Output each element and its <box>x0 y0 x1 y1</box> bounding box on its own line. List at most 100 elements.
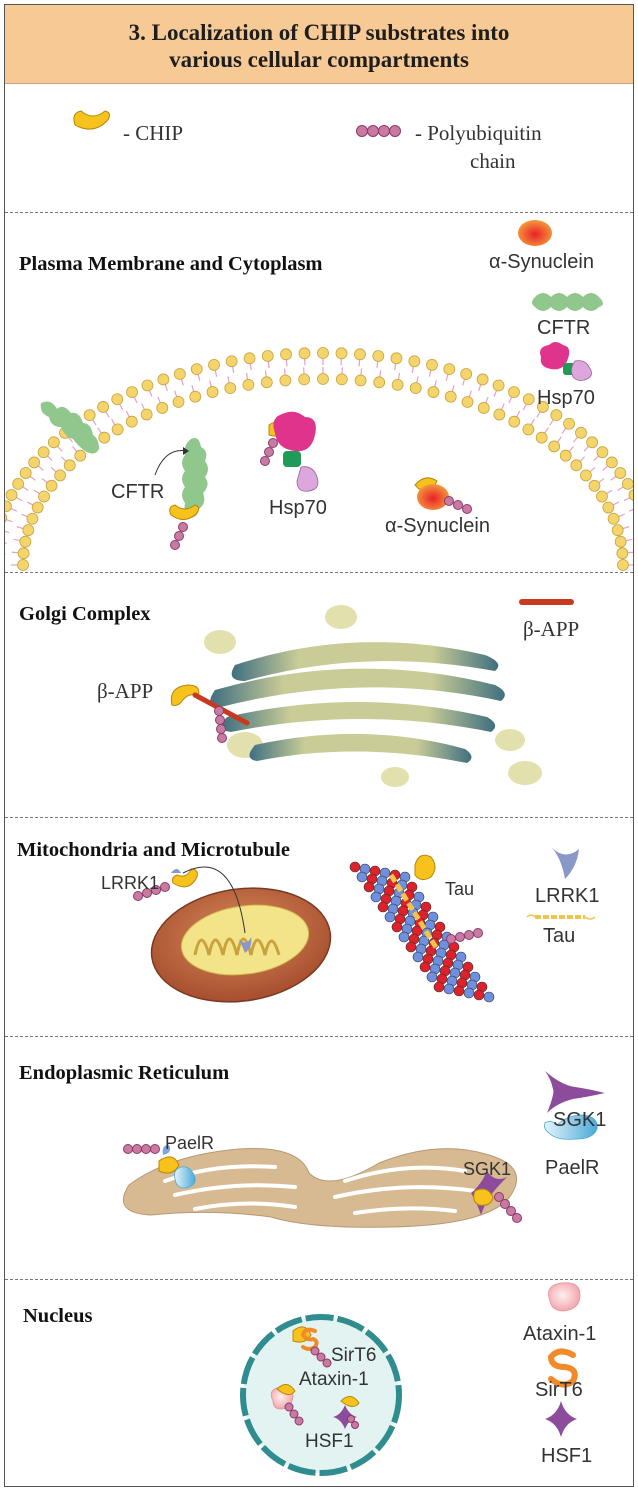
lipid-head <box>611 524 624 537</box>
tau-chip-complex <box>388 854 483 951</box>
chip-legend-icon <box>73 110 111 130</box>
lipid-head <box>17 559 29 571</box>
lipid-head <box>74 449 87 462</box>
lipid-head <box>570 459 583 472</box>
paelr-key-icon <box>544 1114 598 1140</box>
hsf1-diagram-label: HSF1 <box>305 1431 354 1452</box>
beta-tubulin <box>412 951 424 963</box>
lipid-head <box>596 490 608 503</box>
lipid-head <box>279 374 292 387</box>
ataxin-chip-complex <box>270 1384 304 1426</box>
alpha-tubulin <box>405 941 417 953</box>
cftr-diagram-label: CFTR <box>111 481 165 503</box>
lipid-head <box>354 374 367 387</box>
paelr-diagram-label: PaelR <box>165 1133 215 1153</box>
lipid-head <box>22 524 35 537</box>
sirt6-key-label: SirT6 <box>535 1379 583 1401</box>
section-divider <box>5 212 633 213</box>
sgk1-key-label: SGK1 <box>553 1109 607 1131</box>
lipid-head <box>607 512 620 525</box>
lipid-head <box>111 393 124 406</box>
lipid-head <box>476 373 489 386</box>
hsp70-key-icon <box>540 342 592 381</box>
lipid-head <box>98 431 111 444</box>
paelr-chip-complex <box>123 1144 196 1189</box>
diagram-canvas <box>5 110 633 1476</box>
alpha-tubulin <box>419 961 431 973</box>
lipid-head <box>37 446 50 459</box>
ataxin-diagram-label: Ataxin-1 <box>299 1369 369 1390</box>
beta-tubulin <box>426 971 438 983</box>
lipid-head <box>190 363 203 376</box>
chip-legend-label: - CHIP <box>123 121 184 145</box>
polyubiquitin-legend-label: - Polyubiquitin <box>415 121 542 145</box>
lipid-head <box>189 390 202 403</box>
lipid-head <box>409 382 422 395</box>
tau-diagram-label: Tau <box>445 879 475 899</box>
lipid-head <box>373 376 386 389</box>
lipid-head <box>206 386 219 398</box>
section-divider <box>5 1279 633 1280</box>
lipid-head <box>335 373 348 386</box>
lipid-head <box>391 378 404 391</box>
lipid-head <box>335 347 348 360</box>
lipid-head <box>242 378 255 391</box>
beta-tubulin <box>443 983 455 995</box>
paelr-key-label: PaelR <box>545 1157 600 1179</box>
title-banner: 3. Localization of CHIP substrates into … <box>5 5 633 84</box>
lipid-head <box>208 358 220 371</box>
lipid-head <box>224 382 237 395</box>
lipid-head <box>617 559 629 571</box>
lrrk1-chip-complex <box>133 866 246 934</box>
lipid-head <box>243 352 256 365</box>
app-diagram-label: β-APP <box>97 679 154 703</box>
lipid-head <box>354 348 366 361</box>
section-title-plasma: Plasma Membrane and Cytoplasm <box>19 253 323 275</box>
lipid-head <box>298 347 311 360</box>
lipid-head <box>550 409 563 421</box>
sirt6-diagram-label: SirT6 <box>331 1345 377 1366</box>
cftr-key-icon <box>532 293 603 311</box>
lipid-tail <box>628 508 633 512</box>
lipid-head <box>83 409 96 421</box>
lipid-head <box>156 402 169 414</box>
lipid-head <box>298 373 311 386</box>
lipid-head <box>548 440 561 453</box>
lipid-head <box>427 386 440 398</box>
figure-frame: 3. Localization of CHIP substrates into … <box>4 4 634 1487</box>
lipid-head <box>621 477 633 490</box>
lipid-head <box>260 376 273 389</box>
lipid-head <box>614 535 627 548</box>
golgi-apparatus <box>204 605 542 787</box>
synuclein-chip-complex <box>414 477 472 514</box>
lipid-head <box>111 423 124 436</box>
hsf1-key-icon <box>545 1401 577 1437</box>
beta-tubulin <box>483 991 495 1003</box>
beta-tubulin <box>370 891 382 903</box>
alpha-tubulin <box>363 881 375 893</box>
lipid-head <box>5 513 8 523</box>
sgk1-chip-complex <box>471 1171 522 1223</box>
alpha-tubulin <box>433 981 445 993</box>
lipid-head <box>317 347 329 359</box>
beta-tubulin <box>384 911 396 923</box>
polyubiquitin-legend-label-2: chain <box>470 149 516 173</box>
lipid-head <box>173 368 186 380</box>
lrrk1-diagram-label: LRRK1 <box>101 873 160 893</box>
lipid-head <box>157 373 170 386</box>
lipid-head <box>559 449 572 462</box>
nucleus <box>240 1314 402 1476</box>
lipid-tail <box>5 530 10 534</box>
lipid-head <box>19 535 32 548</box>
lipid-head <box>317 373 329 385</box>
app-chip-complex <box>170 684 250 743</box>
lipid-head <box>586 436 599 449</box>
lipid-head <box>261 350 274 362</box>
lipid-head <box>408 355 421 368</box>
sgk1-key-icon <box>545 1071 605 1113</box>
section-title-nucleus: Nucleus <box>23 1305 93 1327</box>
lipid-head <box>522 423 535 436</box>
lipid-head <box>493 408 506 421</box>
cftr-chip-complex <box>154 438 208 550</box>
beta-tubulin <box>356 871 368 883</box>
